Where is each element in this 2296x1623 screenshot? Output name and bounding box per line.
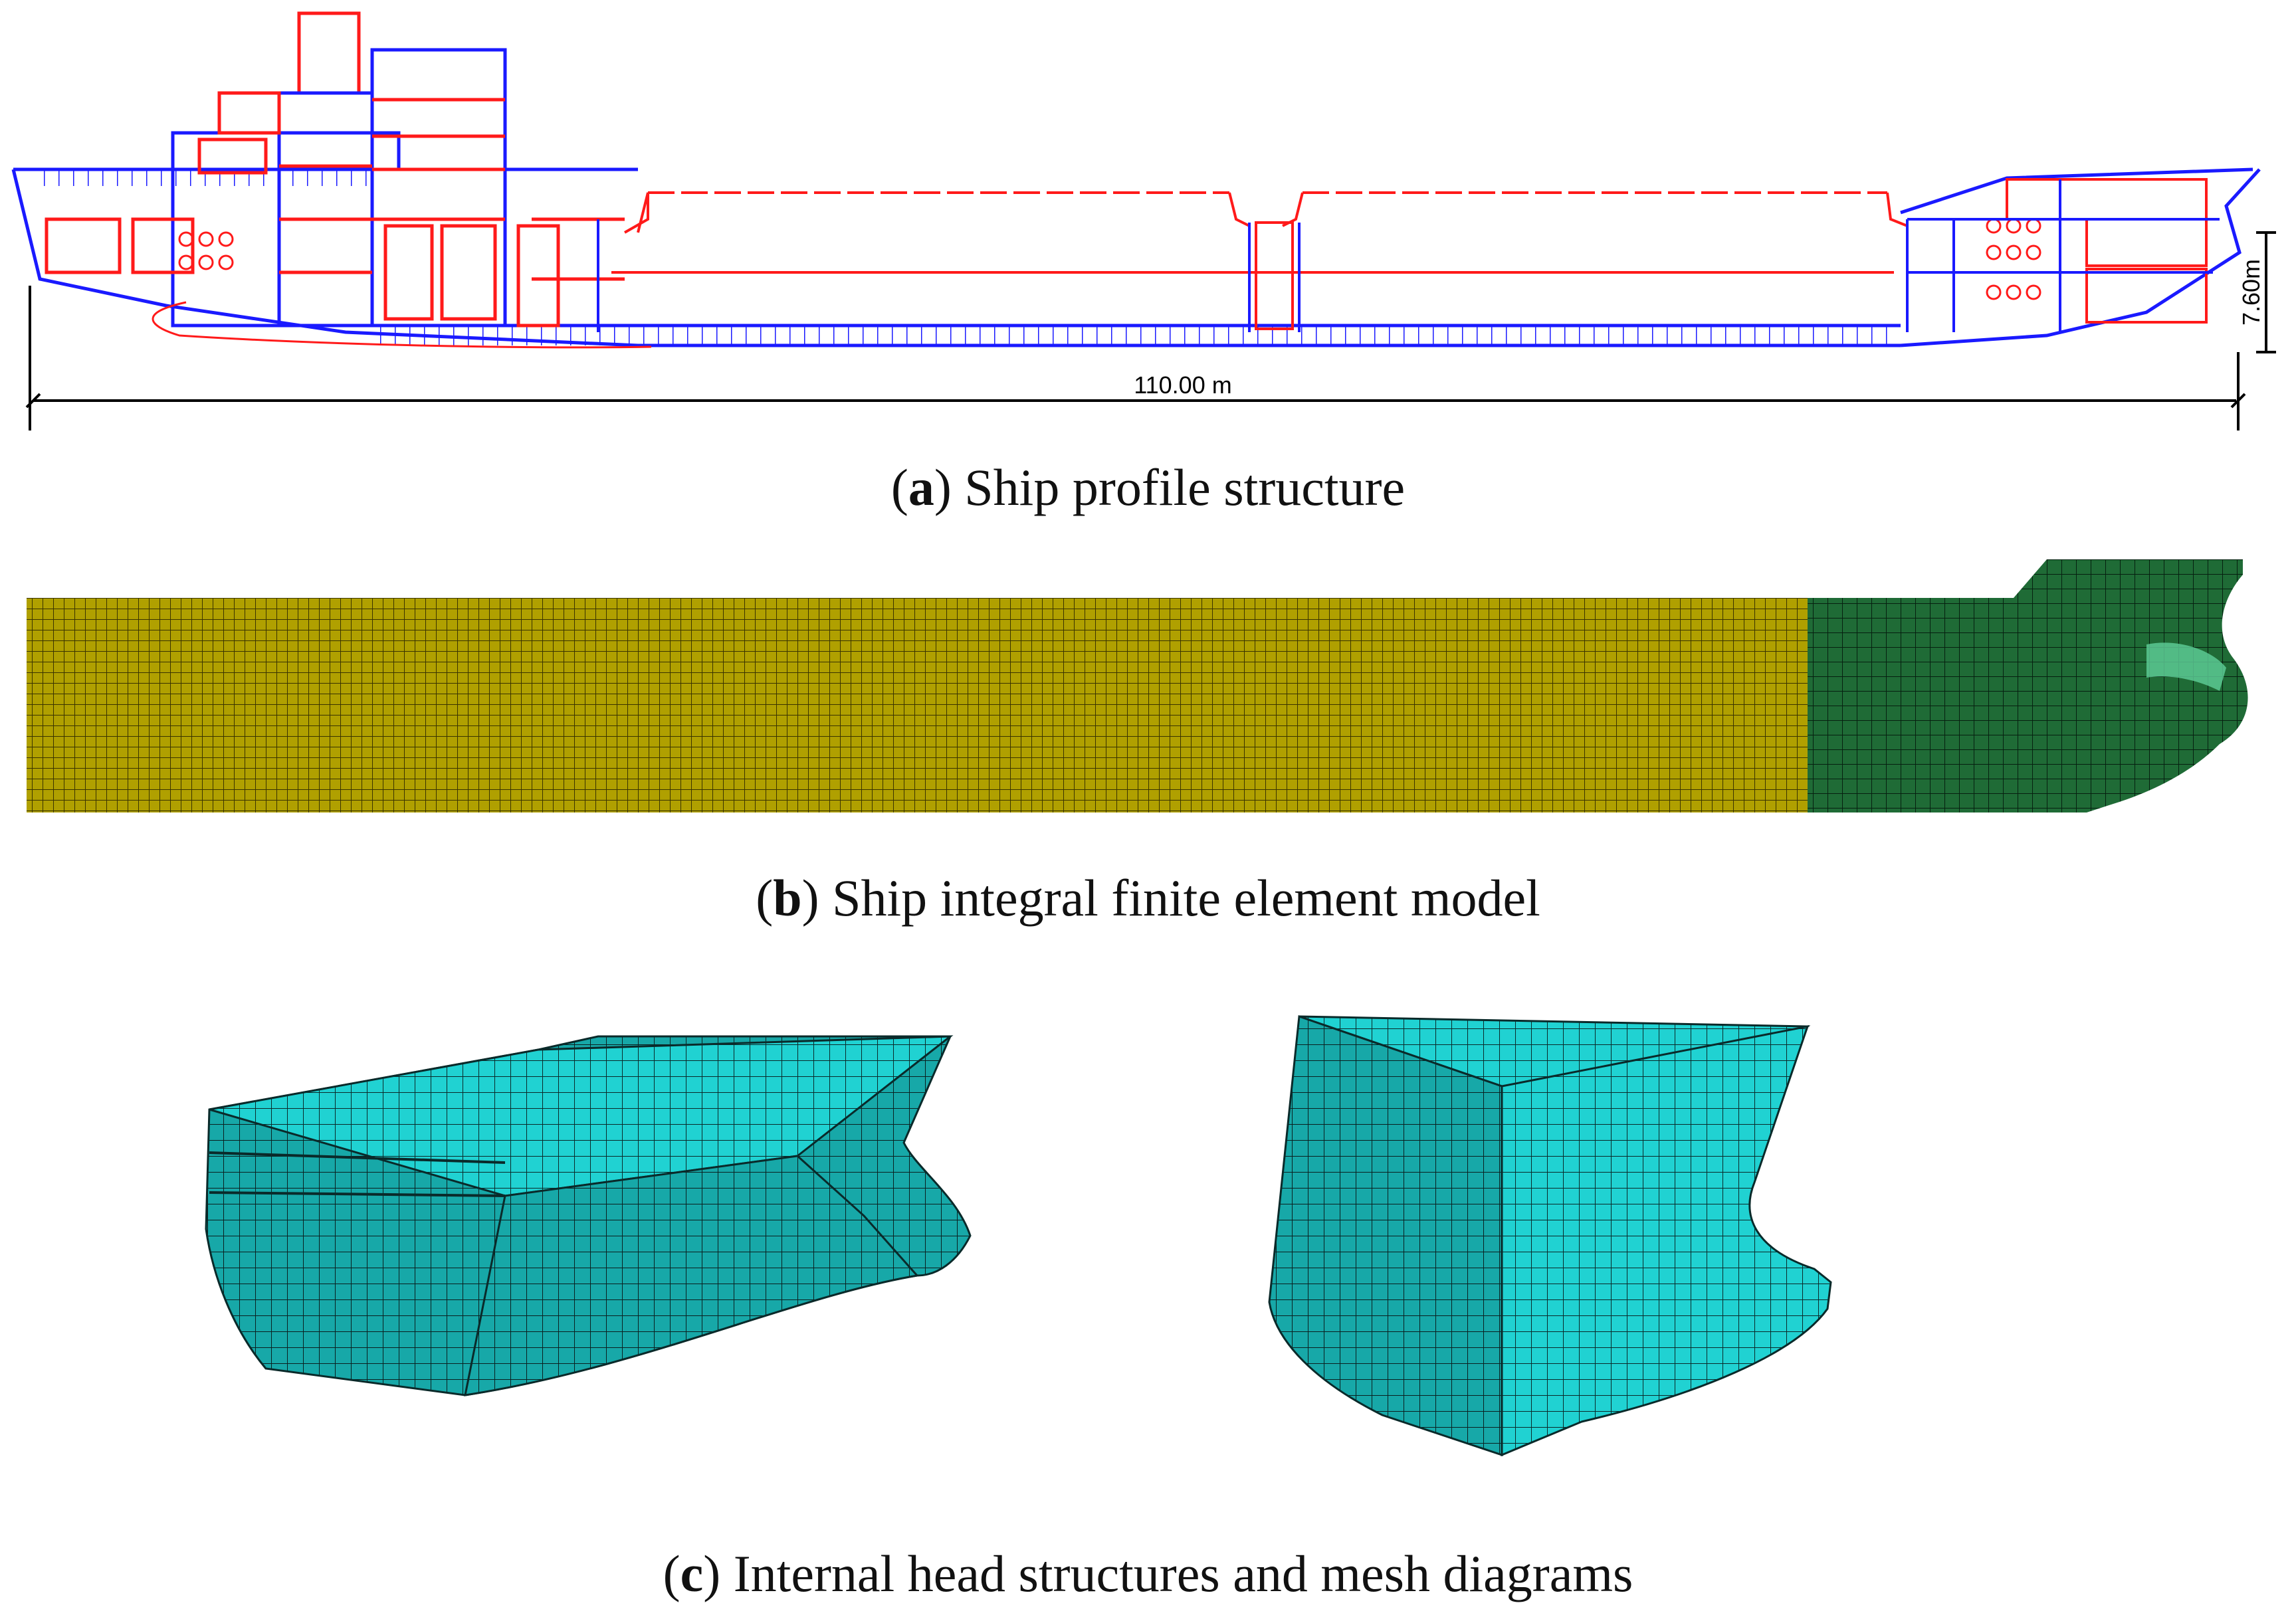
bow-mesh-view-right [1268,1014,1832,1457]
rudder-skeg [152,301,652,349]
caption-c: (c) Internal head structures and mesh di… [663,1545,1633,1602]
caption-a-text: Ship profile structure [964,458,1406,516]
hull-body-mesh [27,598,1808,812]
lightening-holes [178,218,2041,300]
caption-b: (b) Ship integral finite element model [756,869,1540,927]
caption-c-text: Internal head structures and mesh diagra… [733,1545,1633,1602]
superstructure [45,11,625,328]
bow-bulb-highlight [2146,642,2226,691]
dimension-height-label: 7.60m [2238,259,2265,326]
caption-a: (a) Ship profile structure [890,458,1406,516]
bow-mesh-drawings [205,1014,1832,1457]
bow-mesh-view-left [205,1035,972,1396]
caption-b-letter: b [773,869,802,927]
dimension-length-label: 110.00 m [1134,371,1231,399]
cargo-holds [597,191,1909,332]
bottom-frames [372,326,1901,345]
caption-c-letter: c [680,1545,704,1602]
fe-model-drawing [27,559,2248,812]
caption-a-letter: a [908,458,934,516]
bow-structure [1907,178,2220,332]
dimension-lines [25,231,2276,430]
ship-profile-drawing: 110.00 m 7.60m [11,11,2276,430]
hull-bow-mesh [1808,559,2248,812]
caption-b-text: Ship integral finite element model [832,869,1540,927]
